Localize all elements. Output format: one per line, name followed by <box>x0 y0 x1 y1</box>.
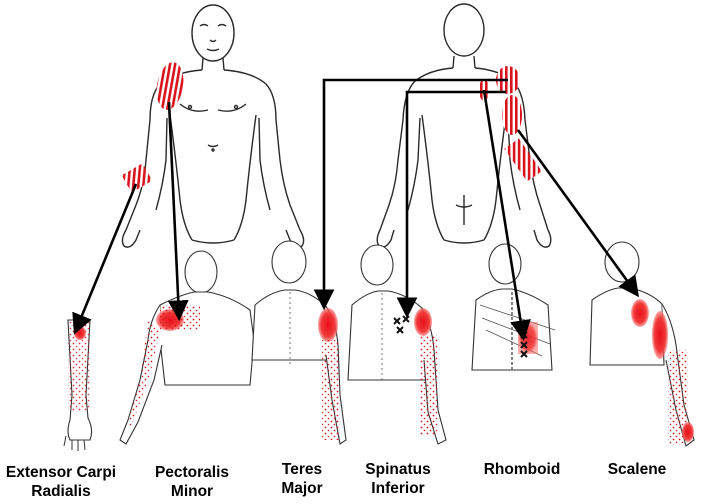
back-body-figure <box>377 4 551 247</box>
label-line1: Spinatus <box>356 460 440 479</box>
label-line2: Radialis <box>0 482 122 501</box>
arrow-scalene <box>518 130 636 293</box>
label-line2: Inferior <box>356 479 440 498</box>
label-rhomboid: Rhomboid <box>474 460 570 479</box>
label-extensor-carpi-radialis: Extensor Carpi Radialis <box>0 463 122 501</box>
label-teres-major: Teres Major <box>268 460 336 498</box>
label-line1: Pectoralis <box>146 463 238 482</box>
pectoralis-minor-figure <box>120 251 254 444</box>
label-line1: Scalene <box>594 460 680 479</box>
referral-arrows <box>76 80 636 336</box>
front-body-figure <box>122 5 303 247</box>
label-scalene: Scalene <box>594 460 680 479</box>
spinatus-inferior-figure <box>348 245 446 444</box>
arrow-extensor-carpi-radialis <box>76 184 136 330</box>
label-spinatus-inferior: Spinatus Inferior <box>356 460 440 498</box>
arrow-pectoralis-minor <box>169 102 179 316</box>
arrow-spinatus-inferior <box>407 92 506 313</box>
teres-major-figure <box>252 241 346 444</box>
label-line1: Rhomboid <box>474 460 570 479</box>
rhomboid-figure <box>472 244 555 372</box>
label-line1: Extensor Carpi <box>0 463 122 482</box>
label-line2: Major <box>268 479 336 498</box>
scalene-figure <box>590 242 694 446</box>
extensor-carpi-radialis-figure <box>64 320 92 451</box>
arrow-teres-major <box>324 80 508 305</box>
label-pectoralis-minor: Pectoralis Minor <box>146 463 238 501</box>
label-line2: Minor <box>146 482 238 501</box>
label-line1: Teres <box>268 460 336 479</box>
